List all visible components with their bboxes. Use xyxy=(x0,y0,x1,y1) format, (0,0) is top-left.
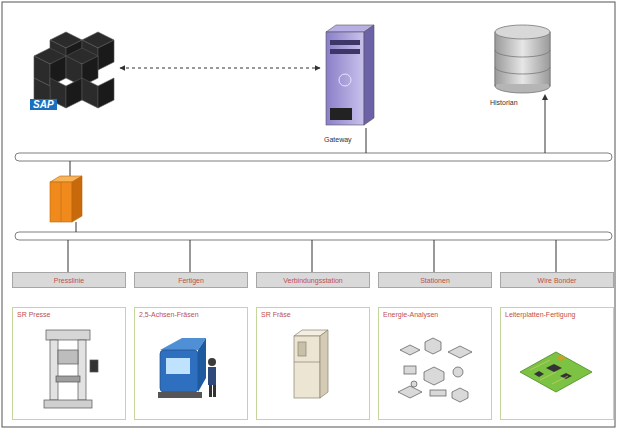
wire xyxy=(68,97,556,272)
machine-title: SR Fräse xyxy=(261,311,291,318)
machine-title: Energie-Analysen xyxy=(383,311,438,318)
database-cylinder xyxy=(495,25,550,93)
machine-box: Leiterplatten-Fertigung xyxy=(500,307,614,420)
server-tower xyxy=(326,25,374,125)
dashed-connector xyxy=(120,68,320,69)
system-label: Gateway xyxy=(324,136,352,143)
station-label: Wire Bonder xyxy=(538,277,577,284)
system-label: SAP xyxy=(30,99,57,110)
station-label: Verbindungsstation xyxy=(283,277,343,284)
cnc-machine xyxy=(158,338,216,398)
machine-box: 2,5-Achsen-Fräsen xyxy=(134,307,248,420)
machine-box: SR Fräse xyxy=(256,307,370,420)
machine-title: Leiterplatten-Fertigung xyxy=(505,311,575,318)
firewall xyxy=(50,176,82,222)
station-label: Fertigen xyxy=(178,277,204,284)
parts-scatter xyxy=(398,338,472,402)
control-cabinet xyxy=(294,330,328,398)
station-bar: Verbindungsstation xyxy=(256,272,370,288)
network-bus xyxy=(15,232,612,240)
circuit-board xyxy=(520,352,592,392)
database: Historian xyxy=(488,22,542,106)
station-bar: Fertigen xyxy=(134,272,248,288)
machine-title: 2,5-Achsen-Fräsen xyxy=(139,311,199,318)
station-bar: Wire Bonder xyxy=(500,272,614,288)
network-bus xyxy=(15,153,612,161)
machine-title: SR Presse xyxy=(17,311,50,318)
system-label: Historian xyxy=(490,99,518,106)
station-bar: Stationen xyxy=(378,272,492,288)
station-label: Presslinie xyxy=(54,277,84,284)
station-label: Stationen xyxy=(420,277,450,284)
server-cluster xyxy=(34,32,114,108)
machine-box: Energie-Analysen xyxy=(378,307,492,420)
machine-box: SR Presse xyxy=(12,307,126,420)
sap-server: SAP xyxy=(28,28,118,116)
gateway-server: Gateway xyxy=(322,25,362,143)
station-bar: Presslinie xyxy=(12,272,126,288)
press-machine xyxy=(44,330,98,408)
